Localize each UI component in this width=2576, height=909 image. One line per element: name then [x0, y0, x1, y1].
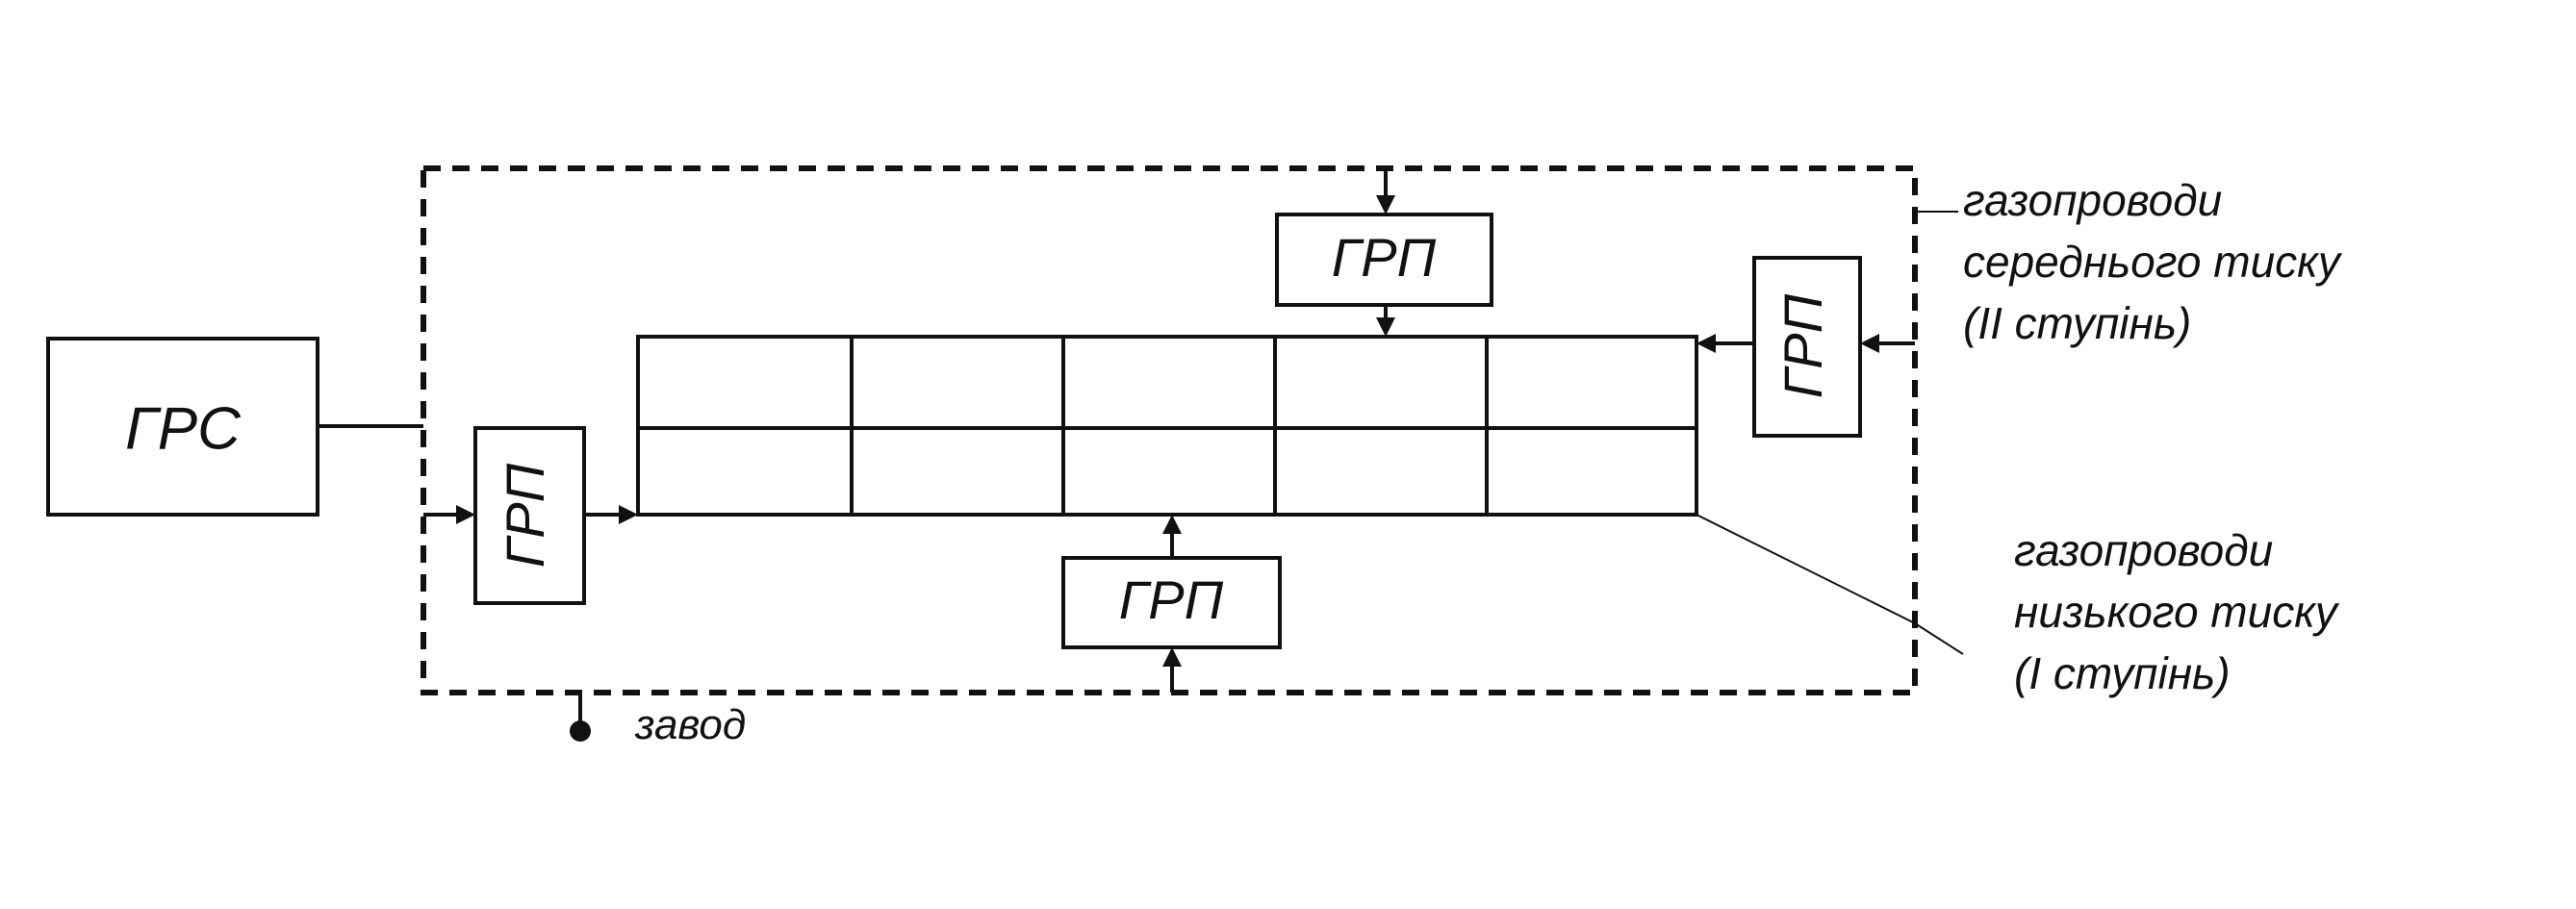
grp-bottom: ГРП — [1061, 556, 1282, 649]
plant-label: завод — [634, 701, 746, 748]
grp-left: ГРП — [473, 426, 586, 605]
plant-marker — [570, 693, 591, 742]
bottom-inlet-arrow — [1162, 647, 1182, 667]
low-pressure-network-grid — [636, 335, 1698, 517]
low-pressure-leader — [1696, 514, 1964, 655]
top-grp-outlet-arrow — [1376, 317, 1395, 337]
grp-right-label: ГРП — [1773, 293, 1833, 398]
medium-pressure-line-2: середнього тиску — [1963, 237, 2343, 287]
grp-left-label: ГРП — [495, 463, 555, 568]
left-grp-outlet-arrow — [619, 505, 638, 524]
top-inlet-arrow — [1376, 195, 1395, 215]
low-pressure-line-3: (І ступінь) — [2014, 648, 2231, 698]
medium-pressure-label: газопроводи середнього тиску (ІІ ступінь… — [1963, 175, 2343, 348]
grp-right: ГРП — [1752, 256, 1862, 438]
grp-top-label: ГРП — [1332, 227, 1437, 288]
medium-pressure-line-3: (ІІ ступінь) — [1963, 298, 2191, 348]
left-inlet-arrow — [456, 505, 475, 524]
right-inlet-arrow — [1860, 334, 1879, 353]
low-pressure-line-1: газопроводи — [2014, 525, 2273, 575]
medium-pressure-line-1: газопроводи — [1963, 175, 2222, 225]
grp-bottom-label: ГРП — [1119, 569, 1224, 630]
grs-station: ГРС — [46, 337, 319, 517]
grp-top: ГРП — [1275, 213, 1493, 307]
low-pressure-label: газопроводи низького тиску (І ступінь) — [2014, 525, 2340, 698]
low-pressure-line-2: низького тиску — [2014, 587, 2340, 637]
right-grp-outlet-arrow — [1696, 334, 1716, 353]
grs-label: ГРС — [125, 395, 242, 462]
plant-boundary — [421, 165, 1918, 695]
bottom-grp-outlet-arrow — [1162, 515, 1182, 534]
